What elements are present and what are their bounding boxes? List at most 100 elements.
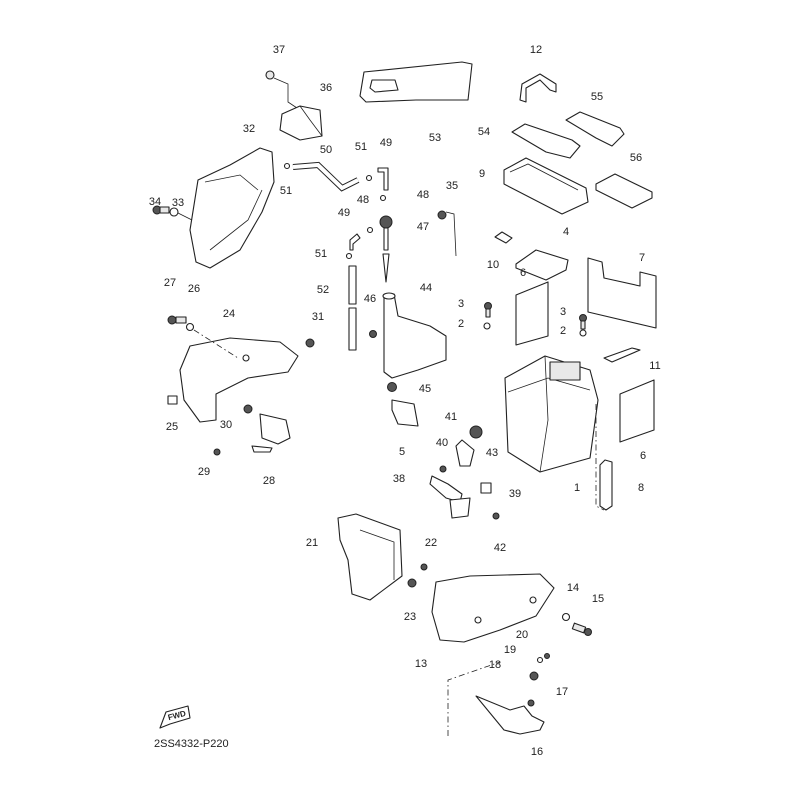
part-3-bolt xyxy=(484,302,587,330)
part-34-bolt xyxy=(152,205,170,215)
callout-27: 27 xyxy=(163,277,177,289)
part-11-strip xyxy=(603,347,641,363)
part-13-cover xyxy=(431,573,555,643)
callout-54: 54 xyxy=(477,126,491,138)
part-18-latch xyxy=(529,671,539,681)
part-14-washer xyxy=(561,612,571,622)
callout-10: 10 xyxy=(486,259,500,271)
part-32-side-cover xyxy=(189,147,275,269)
callout-25: 25 xyxy=(165,421,179,433)
callout-52: 52 xyxy=(316,284,330,296)
callout-32: 32 xyxy=(242,123,256,135)
callout-47: 47 xyxy=(416,221,430,233)
drawing-code: 2SS4332-P220 xyxy=(154,738,229,750)
part-26-washer xyxy=(185,322,195,332)
part-5-pad xyxy=(391,399,419,427)
part-9-tray xyxy=(503,157,589,215)
part-22-bolt xyxy=(420,563,428,571)
callout-53: 53 xyxy=(428,132,442,144)
callout-8: 8 xyxy=(637,482,645,494)
part-50-hose xyxy=(292,161,360,192)
part-21-bracket xyxy=(337,513,403,601)
part-6-sheet xyxy=(515,281,549,346)
part-29-bolt xyxy=(213,448,221,456)
part-6-sheet-right xyxy=(619,379,655,443)
callout-50: 50 xyxy=(319,144,333,156)
part-44-reservoir xyxy=(382,292,447,379)
part-42-bolt xyxy=(492,512,500,520)
part-36-bracket xyxy=(279,105,323,141)
callout-45: 45 xyxy=(418,383,432,395)
callout-5: 5 xyxy=(398,446,406,458)
part-38-bracket xyxy=(429,475,471,519)
callout-12: 12 xyxy=(529,44,543,56)
callout-16: 16 xyxy=(530,746,544,758)
part-40-bolt xyxy=(439,465,447,473)
callout-13: 13 xyxy=(414,658,428,670)
leader-line xyxy=(447,661,501,736)
callout-46: 46 xyxy=(363,293,377,305)
fwd-arrow-icon xyxy=(159,705,191,729)
part-10-pad xyxy=(494,231,513,244)
part-19-washer xyxy=(536,656,544,664)
callout-38: 38 xyxy=(392,473,406,485)
part-24-cover xyxy=(179,337,299,423)
part-52-tube xyxy=(348,265,357,351)
callout-6-b: 6 xyxy=(639,450,647,462)
callout-43: 43 xyxy=(485,447,499,459)
callout-6-a: 6 xyxy=(519,267,527,279)
callout-51-a: 51 xyxy=(279,185,293,197)
callout-2-b: 2 xyxy=(559,325,567,337)
part-45-cap xyxy=(387,382,397,392)
part-46-bolt xyxy=(369,330,377,338)
callout-2-a: 2 xyxy=(457,318,465,330)
part-17-bolt xyxy=(527,699,535,707)
part-47-fuel-cock xyxy=(379,215,393,283)
callout-28: 28 xyxy=(262,475,276,487)
part-27-bolt xyxy=(167,315,187,325)
part-31-grommet xyxy=(305,338,315,348)
callout-40: 40 xyxy=(435,437,449,449)
part-53-panel xyxy=(359,61,473,103)
part-48-clip xyxy=(366,194,387,234)
part-4-sheet xyxy=(515,249,569,281)
callout-20: 20 xyxy=(515,629,529,641)
part-8-block xyxy=(599,459,613,511)
callout-11: 11 xyxy=(649,360,661,372)
callout-39: 39 xyxy=(508,488,522,500)
part-1-battery-box xyxy=(504,355,599,473)
callout-49-a: 49 xyxy=(379,137,393,149)
callout-30: 30 xyxy=(219,419,233,431)
callout-31: 31 xyxy=(311,311,325,323)
callout-3-a: 3 xyxy=(457,298,465,310)
leader-line xyxy=(193,329,239,359)
callout-14: 14 xyxy=(566,582,580,594)
part-51-clip xyxy=(283,162,373,260)
callout-42: 42 xyxy=(493,542,507,554)
part-41-bracket xyxy=(455,439,475,467)
callout-1: 1 xyxy=(573,482,581,494)
part-15-bolt xyxy=(571,622,592,636)
callout-29: 29 xyxy=(197,466,211,478)
callout-48-b: 48 xyxy=(356,194,370,206)
part-56-sheet xyxy=(595,173,653,209)
part-20-screw xyxy=(544,653,550,659)
part-12-strap xyxy=(519,73,557,103)
part-43-cap xyxy=(469,425,483,439)
leader-line xyxy=(273,77,301,111)
callout-24: 24 xyxy=(222,308,236,320)
callout-21: 21 xyxy=(305,537,319,549)
part-49-elbow xyxy=(349,167,389,251)
part-33-washer xyxy=(169,207,179,217)
callout-19: 19 xyxy=(503,644,517,656)
callout-44: 44 xyxy=(419,282,433,294)
callout-4: 4 xyxy=(562,226,570,238)
callout-55: 55 xyxy=(590,91,604,103)
callout-49-b: 49 xyxy=(337,207,351,219)
part-23-grommet xyxy=(407,578,417,588)
callout-34: 34 xyxy=(148,196,162,208)
callout-41: 41 xyxy=(444,411,458,423)
part-30-grommet xyxy=(243,404,253,414)
callout-22: 22 xyxy=(424,537,438,549)
